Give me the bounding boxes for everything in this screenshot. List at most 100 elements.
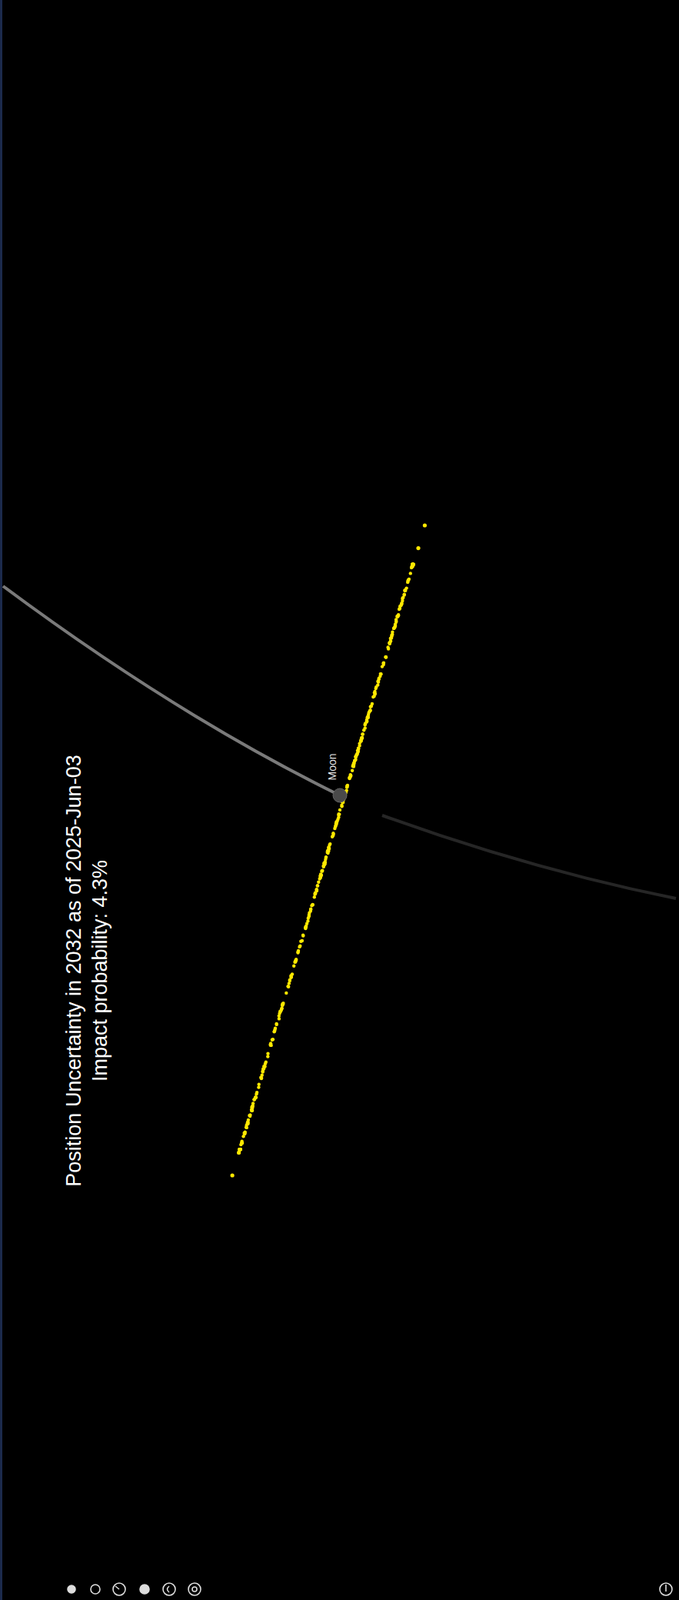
sample-dot: [238, 1147, 242, 1151]
sample-dot: [304, 924, 308, 928]
sample-dot: [422, 522, 427, 527]
sample-dot: [366, 715, 370, 719]
sample-dot: [310, 902, 314, 906]
sample-dot: [326, 845, 330, 849]
sample-dot: [304, 924, 308, 928]
sample-dot: [238, 1147, 242, 1151]
sample-dot: [347, 776, 351, 780]
sample-dot: [384, 655, 388, 659]
sample-dot: [411, 562, 415, 566]
sample-dot: [372, 690, 377, 694]
sample-dot: [368, 708, 372, 713]
sample-dot: [369, 705, 373, 709]
sample-dot: [323, 857, 327, 861]
moon-orbit-faded: [382, 815, 676, 899]
sample-dot: [266, 1051, 270, 1056]
sample-dot: [318, 874, 322, 878]
exit-icon: [659, 1582, 673, 1595]
sample-dot: [338, 808, 342, 812]
sample-dot: [359, 736, 363, 740]
sample-dot: [250, 1104, 254, 1108]
sample-dot: [374, 686, 378, 690]
sample-dot: [411, 562, 415, 566]
sample-dot: [411, 562, 415, 566]
sample-dot: [322, 861, 326, 865]
sample-dot: [368, 708, 372, 713]
sample-dot: [280, 1001, 284, 1006]
sample-dot: [319, 868, 323, 873]
sample-dot: [230, 1172, 235, 1177]
sample-dot: [388, 642, 392, 646]
sample-dot: [410, 562, 414, 566]
sample-dot: [409, 565, 413, 570]
sample-dot: [271, 1037, 275, 1041]
sample-dot: [394, 620, 398, 624]
sample-dot: [359, 735, 363, 739]
sample-dot: [339, 803, 343, 807]
sample-dot: [366, 715, 370, 719]
sample-dot: [260, 1073, 264, 1077]
sample-dot: [357, 743, 361, 747]
sample-dot: [311, 902, 315, 906]
sample-dot: [326, 845, 330, 849]
sample-dot: [389, 635, 393, 640]
sample-dot: [238, 1147, 242, 1151]
sample-dot: [356, 749, 360, 753]
edge-stripe: [0, 0, 3, 1600]
sample-dot: [312, 895, 317, 899]
sample-dot: [392, 626, 396, 630]
sample-dot: [309, 908, 313, 912]
sample-dot: [274, 1021, 278, 1026]
sample-dot: [266, 1054, 270, 1058]
sample-dot: [352, 764, 356, 768]
sample-dot: [412, 562, 416, 566]
sample-dot: [382, 660, 386, 664]
sample-dot: [245, 1125, 249, 1129]
sample-dot: [248, 1112, 252, 1116]
sample-dot: [336, 812, 340, 816]
sample-dot: [350, 768, 354, 773]
sample-dot: [237, 1147, 241, 1151]
sample-dot: [402, 592, 407, 596]
sample-dot: [365, 719, 369, 723]
sample-dot: [328, 842, 332, 846]
moon-body: [332, 788, 347, 803]
sample-dot: [273, 1026, 277, 1030]
sample-dot: [320, 868, 324, 873]
sample-dot: [401, 595, 405, 600]
sample-dot: [411, 562, 415, 566]
sample-dot: [371, 695, 375, 699]
sample-dot: [236, 1150, 241, 1155]
sample-dot: [416, 545, 420, 550]
sample-dot: [272, 1029, 276, 1033]
sample-dot: [315, 888, 319, 892]
sample-dot: [301, 933, 305, 937]
sample-dot: [249, 1108, 254, 1112]
sample-dot: [345, 785, 349, 789]
sample-dot: [363, 722, 367, 726]
sample-dot: [347, 775, 351, 779]
sample-dot: [373, 691, 377, 695]
sample-dot: [392, 625, 397, 630]
sample-dot: [411, 562, 415, 566]
sample-dot: [244, 1125, 248, 1129]
sample-dot: [361, 732, 365, 736]
title-text: Position Uncertainty in 2032 as of 2025-…: [60, 754, 87, 1186]
sample-dot: [397, 607, 401, 611]
sample-dot: [286, 985, 290, 989]
sample-dot: [360, 732, 364, 736]
sample-dot: [287, 981, 291, 985]
sample-dot: [238, 1147, 242, 1151]
moon-orbit: [3, 585, 340, 796]
sample-dot: [410, 562, 414, 566]
probability-text: Impact probability: 4.3%: [86, 754, 114, 1186]
sample-dot: [337, 812, 341, 816]
sample-dot: [395, 614, 400, 619]
sample-dot: [380, 664, 384, 668]
sample-dot: [239, 1140, 244, 1145]
sample-dot: [238, 1147, 242, 1151]
sample-dot: [406, 579, 410, 583]
sample-dot: [352, 764, 356, 768]
sample-dot: [290, 971, 294, 976]
